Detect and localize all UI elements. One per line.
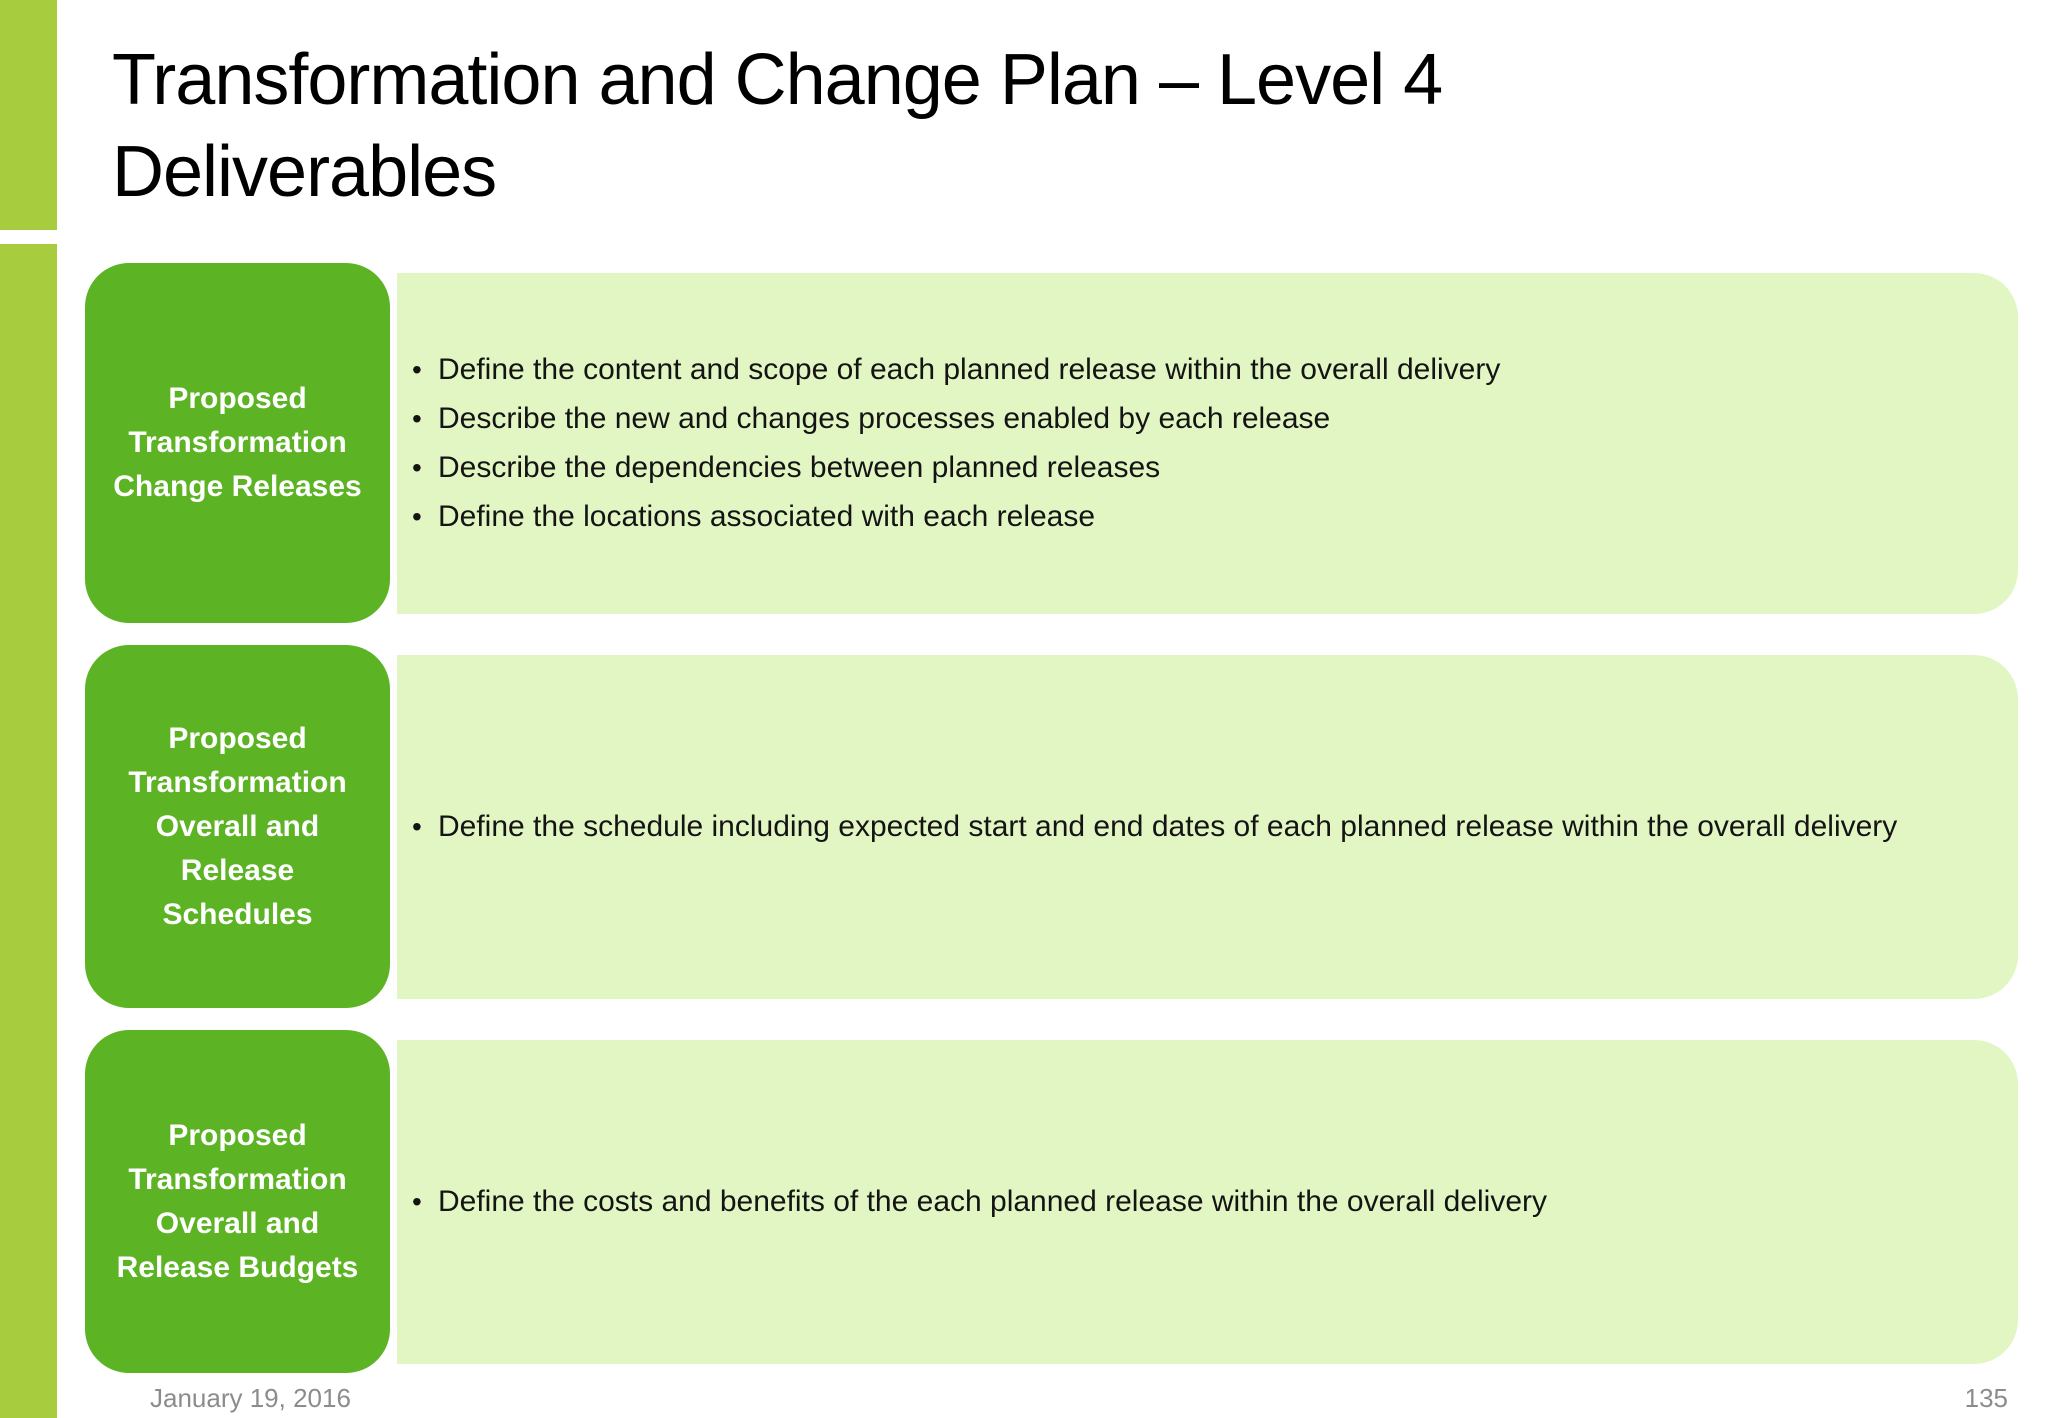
deliverable-panel-budgets: • Define the costs and benefits of the e… [397, 1040, 2018, 1364]
deliverable-box-releases: Proposed Transformation Change Releases [85, 263, 390, 623]
slide-title-line-1: Transformation and Change Plan – Level 4 [112, 40, 1443, 120]
bullet-marker: • [412, 501, 422, 532]
bullet-item: • Describe the new and changes processes… [412, 399, 1942, 439]
deliverable-box-budgets: Proposed Transformation Overall and Rele… [85, 1030, 390, 1373]
bullet-marker: • [412, 403, 422, 434]
bullet-text: Define the content and scope of each pla… [438, 353, 1501, 386]
bullet-marker: • [412, 452, 422, 483]
left-accent-bar-bottom [0, 244, 57, 1418]
deliverable-row-releases: Proposed Transformation Change Releases … [85, 263, 2018, 623]
bullet-list: • Define the costs and benefits of the e… [412, 1182, 1942, 1222]
deliverable-panel-releases: • Define the content and scope of each p… [397, 273, 2018, 614]
bullet-item: • Define the locations associated with e… [412, 497, 1942, 537]
bullet-list: • Define the schedule including expected… [412, 807, 1942, 847]
slide-title: Transformation and Change Plan – Level 4… [112, 34, 1672, 218]
bullet-marker: • [412, 1186, 422, 1217]
deliverables-list: Proposed Transformation Change Releases … [85, 263, 2018, 1395]
bullet-text: Describe the dependencies between planne… [438, 451, 1161, 484]
slide-title-line-2: Deliverables [112, 132, 497, 212]
bullet-item: • Describe the dependencies between plan… [412, 448, 1942, 488]
deliverable-row-budgets: Proposed Transformation Overall and Rele… [85, 1030, 2018, 1373]
deliverable-box-label: Proposed Transformation Overall and Rele… [116, 1118, 359, 1284]
bullet-item: • Define the schedule including expected… [412, 807, 1942, 847]
bullet-text: Define the costs and benefits of the eac… [438, 1185, 1548, 1218]
bullet-marker: • [412, 811, 422, 842]
bullet-text: Define the locations associated with eac… [438, 500, 1096, 533]
bullet-text: Describe the new and changes processes e… [438, 402, 1331, 435]
deliverable-panel-schedules: • Define the schedule including expected… [397, 655, 2018, 999]
bullet-list: • Define the content and scope of each p… [412, 350, 1942, 537]
footer-date: January 19, 2016 [150, 1383, 351, 1413]
bullet-marker: • [412, 354, 422, 385]
bullet-text: Define the schedule including expected s… [438, 810, 1898, 843]
deliverable-row-schedules: Proposed Transformation Overall and Rele… [85, 645, 2018, 1008]
deliverable-box-schedules: Proposed Transformation Overall and Rele… [85, 645, 390, 1008]
page-number: 135 [1964, 1383, 2008, 1413]
bullet-item: • Define the costs and benefits of the e… [412, 1182, 1942, 1222]
bullet-item: • Define the content and scope of each p… [412, 350, 1942, 390]
left-accent-bar-top [0, 0, 57, 230]
deliverable-box-label: Proposed Transformation Change Releases [113, 382, 362, 503]
deliverable-box-label: Proposed Transformation Overall and Rele… [128, 721, 347, 931]
